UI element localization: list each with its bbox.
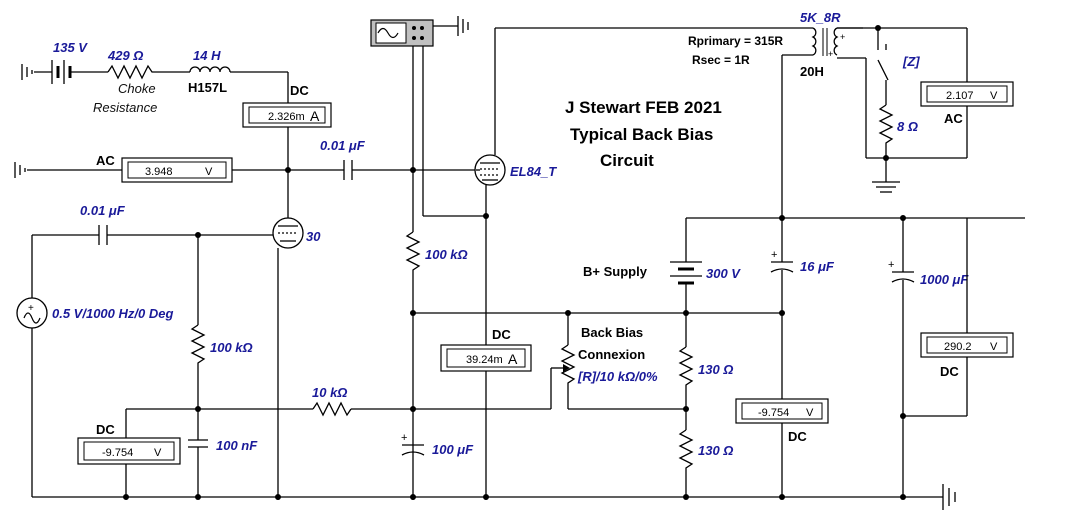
oscilloscope-icon[interactable]	[370, 19, 434, 47]
transformer-primary: Rprimary = 315R	[688, 34, 783, 48]
choke-resistance-label-1: Choke	[118, 81, 156, 96]
meter-unit: V	[990, 341, 998, 353]
res-130-upper-label: 130 Ω	[698, 362, 733, 377]
tube-30-label: 30	[306, 229, 321, 244]
voltmeter-grid-bias[interactable]: -9.754 V	[77, 437, 181, 465]
choke-resistance-value: 429 Ω	[107, 48, 143, 63]
meter-unit: A	[310, 108, 320, 124]
transformer-name: 5K_8R	[800, 10, 841, 25]
ammeter-plate-current-driver[interactable]: 2.326m A	[242, 102, 332, 128]
resistor-130-upper[interactable]	[678, 346, 694, 430]
capacitor-100nf[interactable]	[188, 439, 208, 448]
meter-m1-mode: DC	[290, 83, 309, 98]
meter-value: 2.107	[946, 90, 974, 102]
meter-value: 2.326m	[268, 111, 305, 123]
capacitor-16uf[interactable]: +	[770, 249, 794, 273]
meter-unit: V	[806, 407, 814, 419]
pot-label: [R]/10 kΩ/0%	[577, 369, 658, 384]
res-130-lower-label: 130 Ω	[698, 443, 733, 458]
ammeter-el84-cathode[interactable]: 39.24m A	[440, 344, 532, 372]
cap-100nf-label: 100 nF	[216, 438, 258, 453]
tube-el84-label: EL84_T	[510, 164, 557, 179]
ground-battery-135	[21, 64, 52, 80]
meter-m2-mode: AC	[96, 153, 115, 168]
back-bias-label-1: Back Bias	[581, 325, 643, 340]
potentiometer-back-bias[interactable]	[560, 344, 576, 409]
coupling-cap-left-label: 0.01 μF	[80, 203, 126, 218]
capacitor-1000uf[interactable]: +	[888, 259, 915, 283]
voltmeter-bplus[interactable]: 290.2 V	[920, 332, 1014, 358]
resistor-130-lower[interactable]	[678, 429, 694, 497]
meter-value: 3.948	[145, 166, 173, 178]
capacitor-100uf[interactable]: +	[401, 432, 425, 456]
svg-text:+: +	[888, 259, 894, 271]
title-line-1: J Stewart FEB 2021	[565, 98, 722, 117]
resistor-load-8ohm[interactable]	[878, 104, 894, 158]
battery-bplus-300v[interactable]	[670, 261, 702, 285]
battery-135-label: 135 V	[53, 40, 88, 55]
voltmeter-speaker-ac[interactable]: 2.107 V	[920, 81, 1014, 107]
coupling-capacitor-left[interactable]	[98, 225, 108, 245]
choke-inductance-label: 14 H	[193, 48, 221, 63]
meter-value: -9.754	[102, 447, 133, 459]
tube-el84[interactable]	[474, 154, 506, 186]
cap-1000uf-label: 1000 μF	[920, 272, 969, 287]
res-driver-grid-label: 100 kΩ	[210, 340, 253, 355]
cap-16uf-label: 16 μF	[800, 259, 835, 274]
meter-m7-mode: DC	[940, 364, 959, 379]
tube-30[interactable]	[272, 217, 304, 249]
meter-unit: A	[508, 351, 518, 367]
ground-oscilloscope	[433, 16, 469, 36]
res-10k-label: 10 kΩ	[312, 385, 347, 400]
meter-m5-mode: DC	[788, 429, 807, 444]
resistor-10k[interactable]	[312, 401, 352, 417]
svg-text:+: +	[401, 432, 407, 444]
choke-inductor-14h[interactable]	[189, 66, 289, 103]
title-line-2: Typical Back Bias	[570, 125, 713, 144]
transformer-inductance: 20H	[800, 64, 824, 79]
ground-main	[942, 484, 956, 510]
cap-100uf-label: 100 μF	[432, 442, 474, 457]
ac-source-label: 0.5 V/1000 Hz/0 Deg	[52, 306, 173, 321]
voltmeter-back-bias[interactable]: -9.754 V	[735, 398, 829, 424]
bplus-label: B+ Supply	[583, 264, 648, 279]
meter-m4-mode: DC	[96, 422, 115, 437]
resistor-el84-grid-100k[interactable]	[405, 231, 421, 500]
meter-m6-mode: AC	[944, 111, 963, 126]
ground-ac-meter	[14, 162, 122, 178]
coupling-cap-top-label: 0.01 μF	[320, 138, 366, 153]
svg-text:+: +	[771, 249, 777, 261]
battery-135v[interactable]	[51, 60, 108, 84]
load-res-label: 8 Ω	[897, 119, 918, 134]
meter-value: 39.24m	[466, 354, 503, 366]
choke-name-label: H157L	[188, 80, 227, 95]
choke-resistance-429[interactable]	[107, 64, 190, 80]
resistor-driver-grid-100k[interactable]	[190, 324, 206, 409]
svg-text:+: +	[828, 49, 833, 59]
meter-value: 290.2	[944, 341, 972, 353]
svg-text:+: +	[28, 303, 34, 314]
meter-unit: V	[205, 166, 213, 178]
choke-resistance-label-2: Resistance	[93, 100, 157, 115]
output-transformer[interactable]: + +	[781, 27, 845, 218]
transformer-secondary: Rsec = 1R	[692, 53, 750, 67]
voltmeter-driver-plate-ac[interactable]: 3.948 V	[121, 157, 233, 183]
title-line-3: Circuit	[600, 151, 654, 170]
ac-source[interactable]: +	[16, 297, 48, 329]
meter-unit: V	[990, 90, 998, 102]
switch-z[interactable]	[877, 44, 889, 81]
meter-m3-mode: DC	[492, 327, 511, 342]
switch-label: [Z]	[902, 54, 920, 69]
back-bias-label-2: Connexion	[578, 347, 645, 362]
meter-unit: V	[154, 447, 162, 459]
bplus-value: 300 V	[706, 266, 741, 281]
res-el84-grid-label: 100 kΩ	[425, 247, 468, 262]
ground-load	[872, 158, 900, 193]
svg-text:+: +	[840, 32, 845, 42]
meter-value: -9.754	[758, 407, 789, 419]
